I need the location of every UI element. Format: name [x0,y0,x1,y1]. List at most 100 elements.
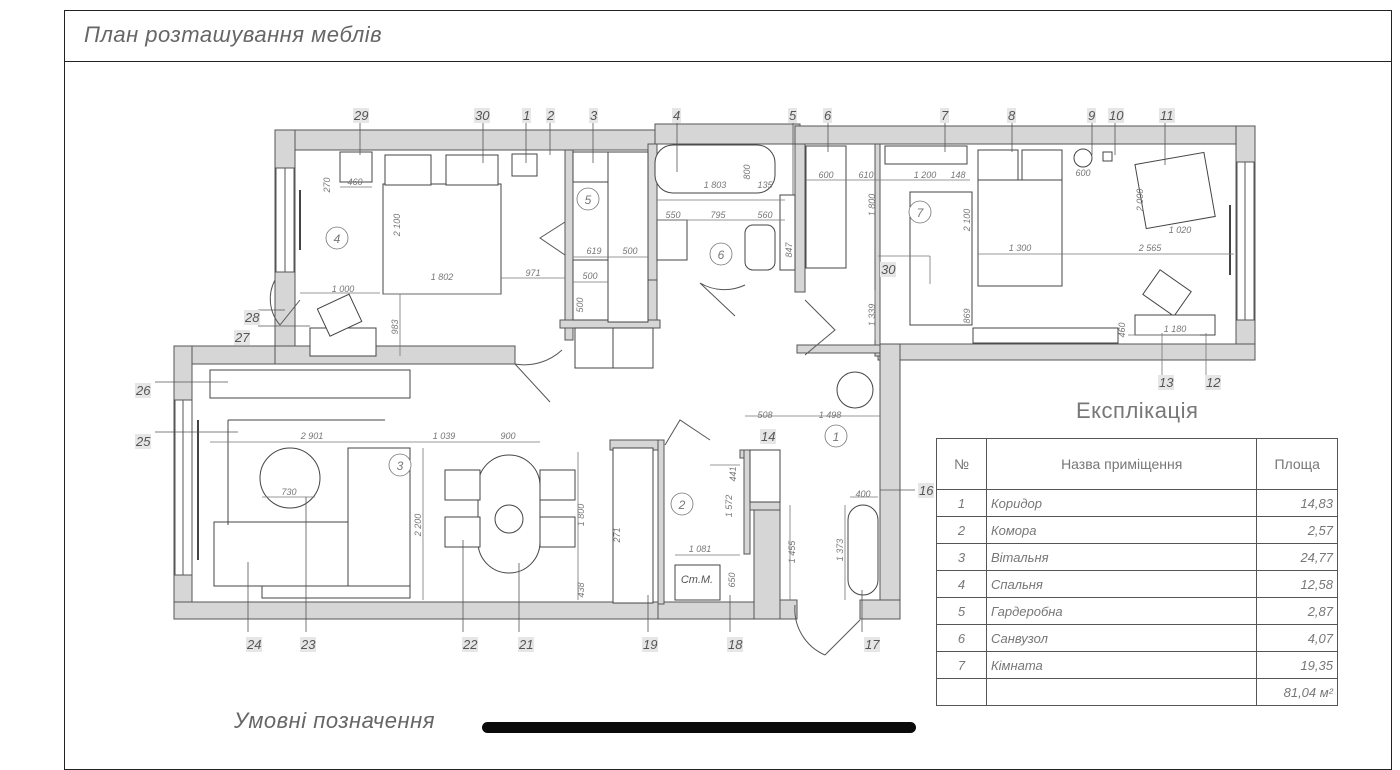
dim-text: 2 100 [962,209,972,233]
dim-text: 1 802 [431,272,454,282]
furniture-label-28: 29 [353,108,370,123]
dim-text: 1 200 [914,170,937,180]
dim-text: 500 [622,246,637,256]
dim-text: 2 901 [300,431,324,441]
dimension-texts: 460 270 2 100 1 802 971 1 000 983 619 50… [281,164,1191,597]
furniture-label-9: 9 [1087,108,1097,123]
row-number: 7 [936,651,987,679]
row-room-name: Санвузол [985,624,1258,652]
total-blank [985,678,1258,706]
dim-text: 270 [322,177,332,193]
row-area: 19,35 [1256,651,1338,679]
row-room-name: Вітальня [985,543,1258,571]
furniture-label-25: 26 [135,383,152,398]
dim-text: 400 [855,489,870,499]
dim-text: 619 [586,246,601,256]
dim-text: 1 800 [867,194,877,217]
header-area: Площа [1256,438,1338,490]
leader-lines [155,122,1166,632]
furniture-label-26: 27 [234,330,251,345]
windows [174,161,1255,576]
row-room-name: Комора [985,516,1258,544]
floor-plan: 4 5 6 7 3 2 1 460 270 2 100 1 802 971 1 … [155,122,1256,656]
dim-text: 271 [612,527,622,543]
furniture-label-30: 30 [880,262,897,277]
furniture-label-8: 8 [1007,108,1017,123]
furniture-label-27: 28 [244,310,261,325]
dim-text: 1 020 [1169,225,1192,235]
table-total-row: 81,04 м² [936,678,1338,706]
sheet-title: План розташування меблів [84,22,383,47]
room-number-2: 2 [678,498,686,512]
dim-text: 610 [858,170,873,180]
room-number-3: 3 [397,459,404,473]
dim-text: 2 100 [392,214,402,238]
room-number-6: 6 [718,248,725,262]
furniture-label-29: 30 [474,108,491,123]
furniture [209,144,1216,604]
dim-text: 1 081 [689,544,712,554]
room-number-5: 5 [585,193,592,207]
dim-text: 600 [818,170,833,180]
dim-text: 983 [390,319,400,334]
furniture-label-19: 19 [642,637,659,652]
total-area: 81,04 м² [1256,678,1338,706]
row-area: 24,77 [1256,543,1338,571]
window-sills [197,190,1231,560]
room-number-circles [325,187,932,516]
furniture-label-17: 17 [864,637,881,652]
title-bar [64,10,1392,62]
furniture-label-14: 14 [760,429,777,444]
furniture-label-22: 23 [300,637,317,652]
row-area: 4,07 [1256,624,1338,652]
legend-title: Умовні позначення [234,708,435,733]
row-room-name: Гардеробна [985,597,1258,625]
row-room-name: Кімната [985,651,1258,679]
furniture-label-3: 3 [589,108,599,123]
row-area: 14,83 [1256,489,1338,517]
dim-text: 1 300 [1009,243,1032,253]
furniture-label-5: 5 [788,108,798,123]
room-number-4: 4 [334,232,341,246]
room-number-7: 7 [917,206,925,220]
dim-text: 441 [728,466,738,481]
dim-text: 1 180 [1164,324,1187,334]
furniture-label-13: 13 [1158,375,1175,390]
dim-text: 1 498 [819,410,842,420]
dim-text: 869 [962,308,972,323]
dim-text: 730 [281,487,296,497]
horizontal-scrollbar[interactable] [482,722,916,733]
row-number: 5 [936,597,987,625]
dim-text: 1 803 [704,180,727,190]
furniture-label-1: 1 [522,108,532,123]
room-number-1: 1 [833,430,840,444]
dim-text: 460 [347,177,362,187]
row-number: 2 [936,516,987,544]
room-numbers: 4 5 6 7 3 2 1 [334,193,925,512]
table-header-row: № Назва приміщення Площа [936,438,1338,490]
storage-label: Ст.М. [681,574,713,586]
dim-text: 600 [1075,168,1090,178]
dim-text: 560 [757,210,772,220]
row-room-name: Коридор [985,489,1258,517]
dim-text: 900 [500,431,515,441]
dim-text: 1 039 [433,431,456,441]
doors [269,221,861,656]
furniture-label-16: 16 [918,483,935,498]
dim-text: 1 455 [787,540,797,564]
furniture-label-2: 2 [546,108,556,123]
furniture-label-12: 12 [1205,375,1222,390]
furniture-label-7: 7 [940,108,950,123]
dim-text: 135 [757,180,773,190]
header-room-name: Назва приміщення [985,438,1258,490]
dim-text: 1 572 [724,495,734,518]
dim-text: 2 000 [1135,189,1145,213]
dim-text: 1 373 [835,539,845,562]
row-number: 4 [936,570,987,598]
